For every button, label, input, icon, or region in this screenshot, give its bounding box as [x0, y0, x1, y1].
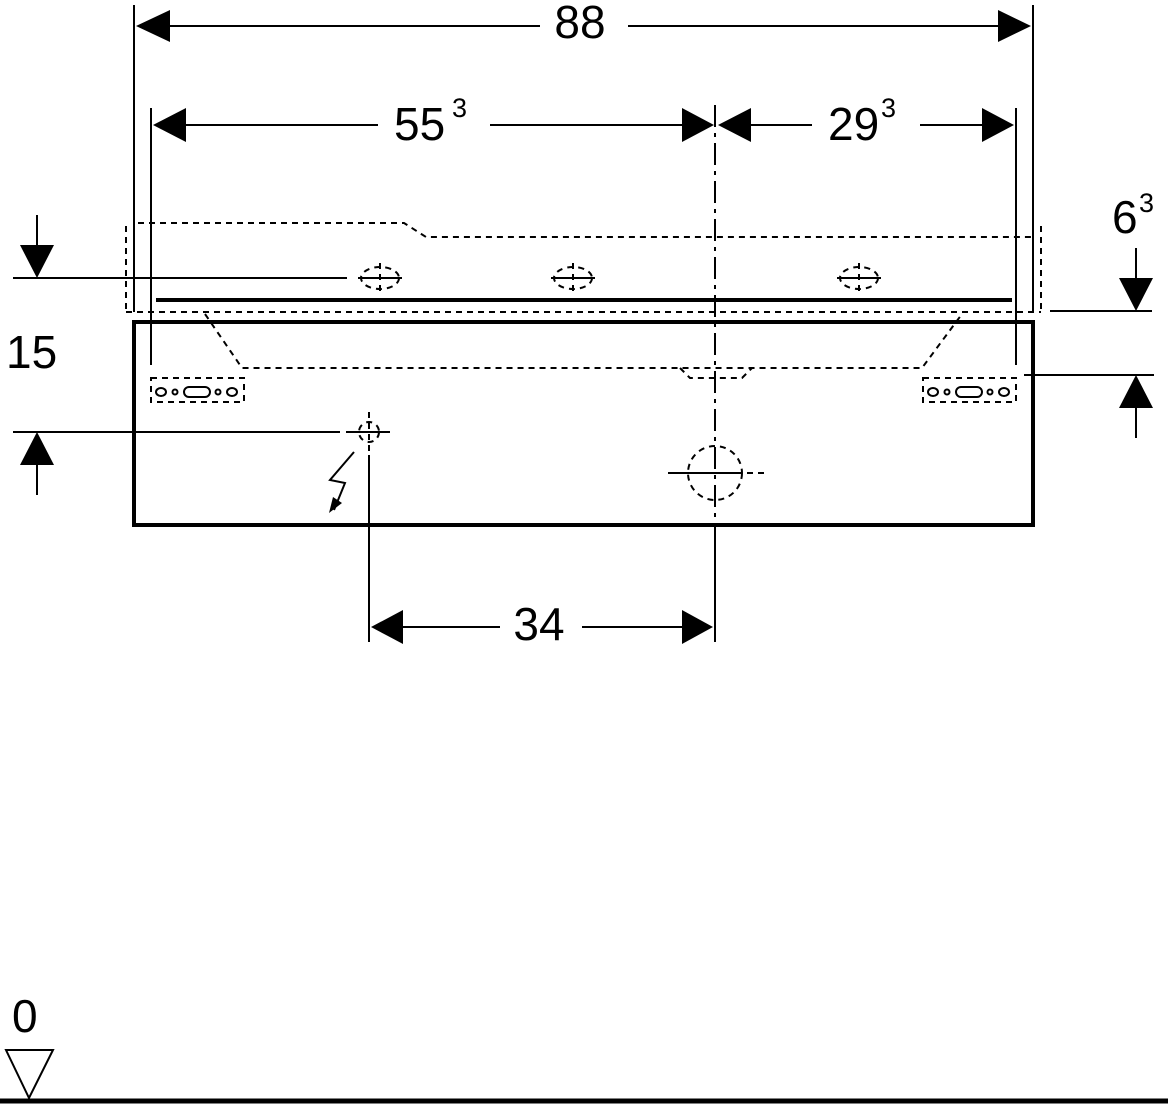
- dimension-label-6-superscript: 3: [1139, 188, 1154, 218]
- electric-socket-icon: [328, 412, 390, 513]
- dimension-label-88: 88: [554, 0, 605, 48]
- dimension-axis-to-right: 29 3: [718, 93, 1017, 365]
- floor-level: 0: [0, 990, 1168, 1104]
- dimension-label-6: 6: [1112, 191, 1138, 243]
- dimension-right-offset: 6 3: [1024, 188, 1154, 438]
- fixing-point-left: [358, 263, 402, 293]
- drain-outlet-icon: [668, 445, 768, 501]
- washbasin-hidden-outline: [125, 222, 1042, 313]
- dimension-left-to-axis: 55 3: [150, 93, 714, 365]
- fixing-point-right: [837, 263, 881, 293]
- floor-level-triangle-icon: [4, 1049, 55, 1101]
- dimension-label-29-superscript: 3: [881, 93, 896, 123]
- dimension-label-55: 55: [394, 98, 445, 150]
- dimension-overall-width: 88: [133, 0, 1034, 312]
- dimension-label-34: 34: [513, 598, 564, 650]
- dimension-left-height: 15: [6, 215, 347, 495]
- rail-right: [922, 377, 1017, 403]
- dimension-label-55-superscript: 3: [452, 93, 467, 123]
- fixing-point-center: [551, 263, 595, 293]
- cabinet-body: [132, 313, 1035, 527]
- dimension-socket-to-axis: 34: [368, 455, 716, 650]
- dimension-label-15: 15: [6, 326, 57, 378]
- floor-level-label: 0: [12, 990, 38, 1042]
- dimension-label-29: 29: [828, 98, 879, 150]
- rail-left: [150, 377, 245, 403]
